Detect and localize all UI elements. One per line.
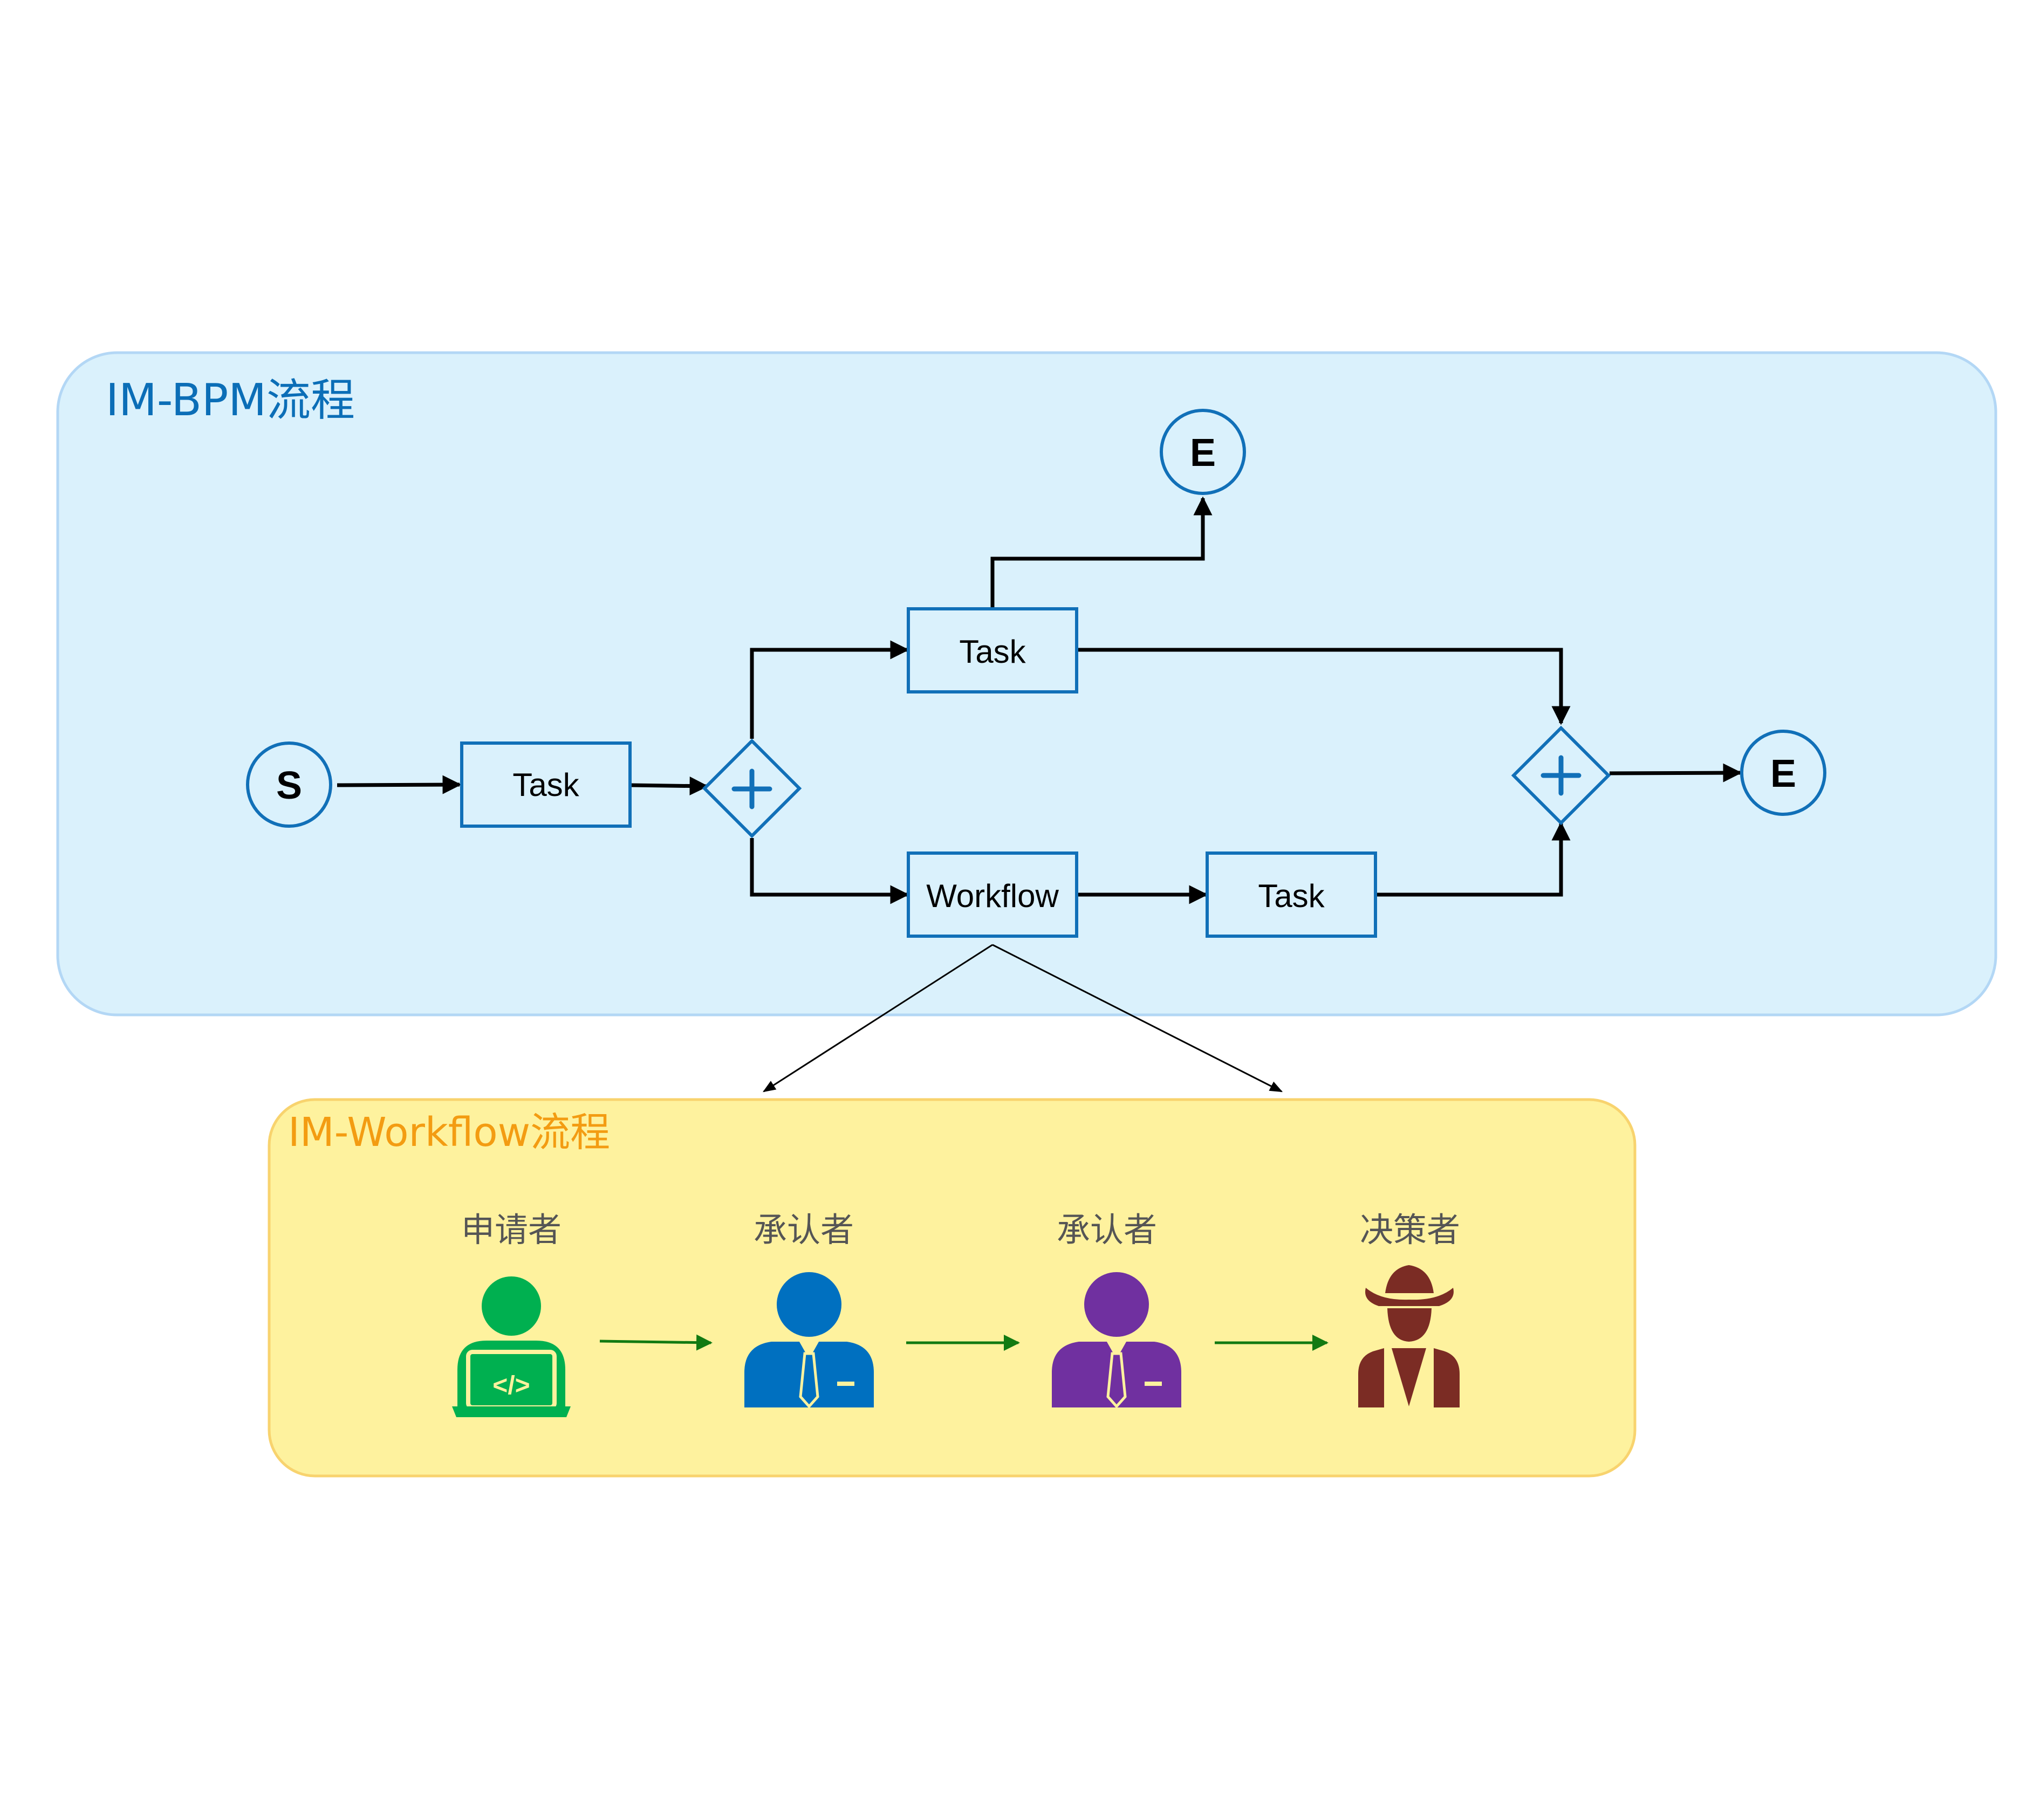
start-event[interactable]: S — [246, 741, 332, 828]
workflow-background — [268, 1098, 1637, 1478]
edge-top-task-to-join — [1077, 648, 1571, 725]
role-labels: 申请者 承认者 承认者 决策者 — [461, 1210, 1460, 1249]
task-node-1-label: Task — [512, 767, 579, 803]
expansion-line-left — [762, 944, 993, 1093]
start-event-label: S — [276, 764, 302, 807]
workflow-arrow-1 — [599, 1334, 713, 1351]
end-event-right-label: E — [1770, 752, 1796, 795]
role-label-decider: 决策者 — [1360, 1210, 1460, 1249]
parallel-gateway-icon — [1541, 755, 1582, 796]
end-event-top-label: E — [1190, 431, 1216, 475]
workflow-node[interactable]: Workflow — [907, 851, 1078, 938]
workflow-node-label: Workflow — [926, 878, 1059, 914]
role-label-applicant: 申请者 — [461, 1210, 562, 1249]
expansion-line-right — [992, 944, 1283, 1093]
cowboy-hat-man-icon[interactable] — [1358, 1265, 1460, 1407]
edge-split-to-top-task — [750, 640, 909, 739]
edge-task-to-split — [629, 777, 709, 796]
parallel-gateway-icon — [731, 768, 772, 809]
gateway-split[interactable] — [702, 738, 802, 839]
businessman-icon[interactable] — [1052, 1272, 1181, 1409]
gateway-join[interactable] — [1511, 725, 1611, 826]
task-node-1[interactable]: Task — [460, 741, 632, 828]
task-node-top-label: Task — [959, 634, 1026, 670]
role-label-approver-1: 承认者 — [754, 1210, 854, 1249]
developer-icon[interactable]: </> — [452, 1276, 571, 1417]
businessman-icon[interactable] — [744, 1272, 874, 1409]
edge-bottom-task-to-join — [1375, 821, 1571, 897]
bpm-title: IM-BPM流程 — [106, 375, 355, 426]
edge-top-task-to-end-top — [990, 496, 1213, 608]
workflow-container: IM-Workflow流程 — [268, 1098, 1637, 1478]
task-node-bottom-label: Task — [1258, 878, 1325, 914]
end-event-right[interactable]: E — [1740, 730, 1826, 816]
end-event-top[interactable]: E — [1160, 409, 1246, 495]
svg-text:</>: </> — [492, 1371, 530, 1400]
task-node-bottom[interactable]: Task — [1206, 851, 1377, 938]
workflow-arrows — [599, 1334, 1329, 1351]
workflow-title: IM-Workflow流程 — [288, 1109, 610, 1156]
role-label-approver-2: 承认者 — [1057, 1210, 1157, 1249]
workflow-expansion-lines — [762, 944, 1283, 1093]
bpm-edges — [337, 496, 1742, 904]
edge-split-to-workflow — [750, 838, 909, 904]
task-node-top[interactable]: Task — [907, 607, 1078, 693]
